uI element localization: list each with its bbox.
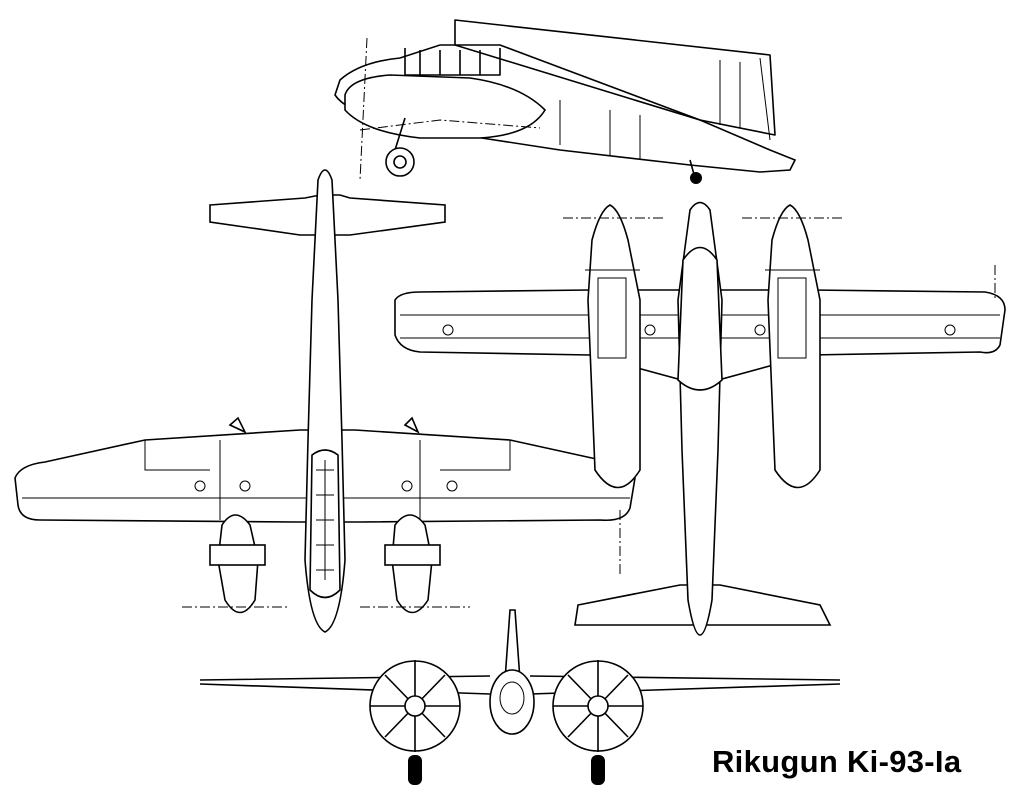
drawing-caption: Rikugun Ki-93-Ia bbox=[712, 744, 962, 779]
underside-view bbox=[394, 201, 1006, 636]
side-view bbox=[334, 19, 797, 184]
plan-view bbox=[14, 169, 636, 633]
front-view bbox=[199, 609, 841, 785]
